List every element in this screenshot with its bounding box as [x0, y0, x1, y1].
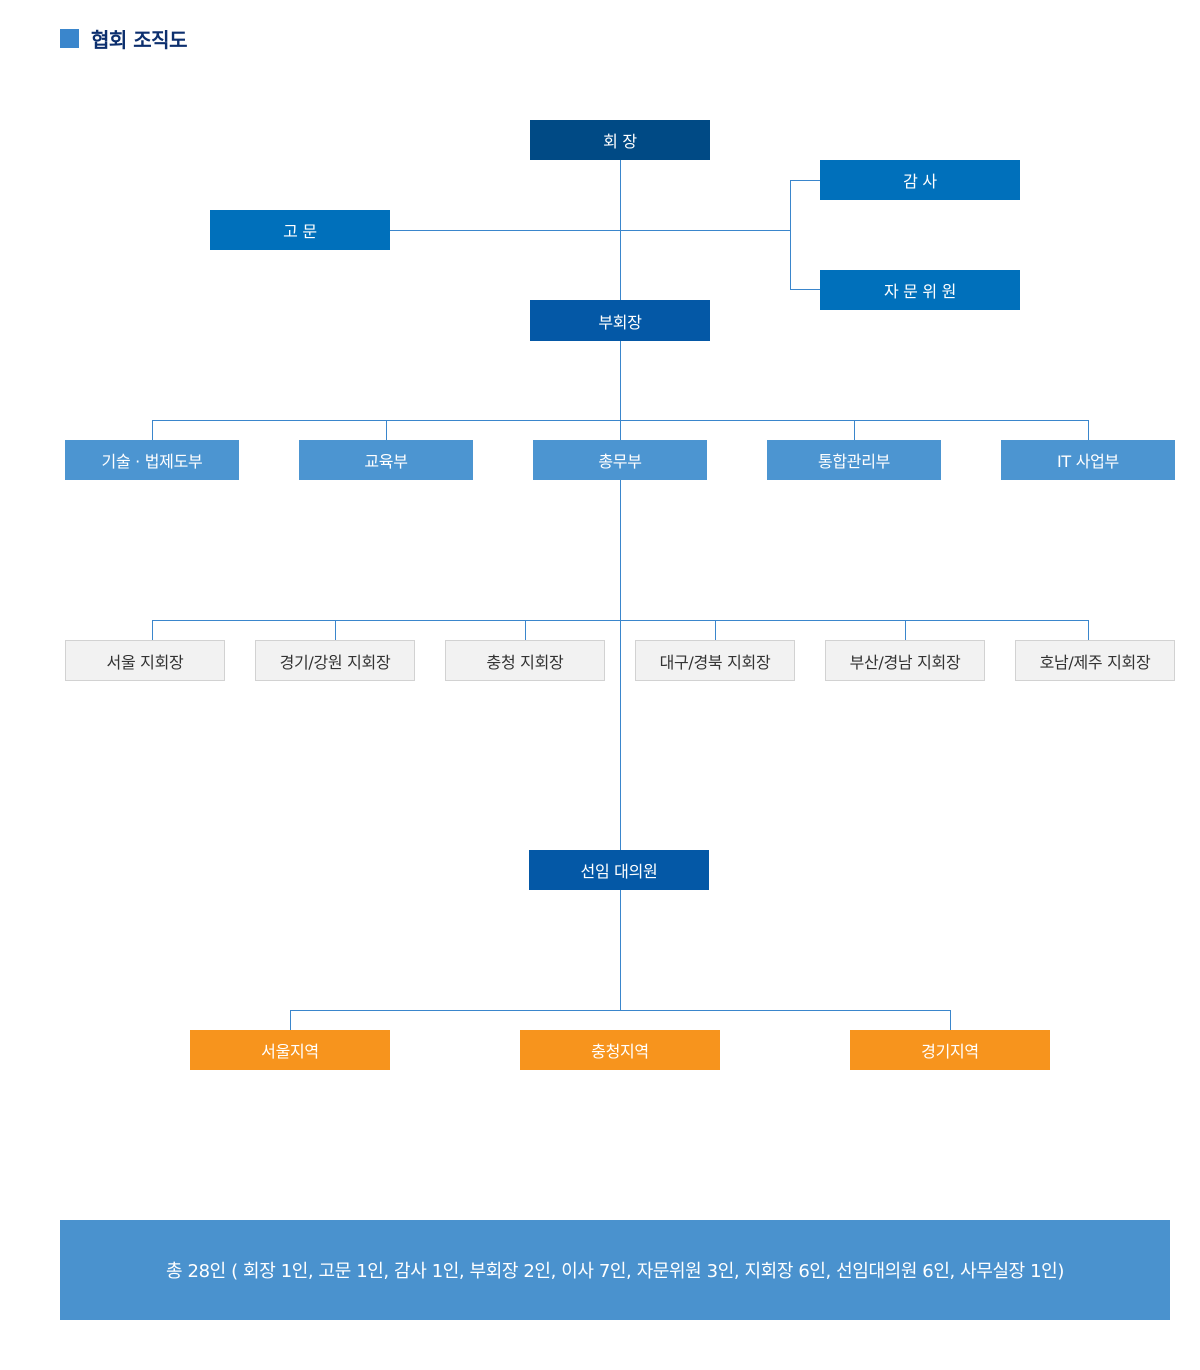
connector-departments [152, 420, 1089, 421]
page-header: 협회 조직도 [60, 26, 187, 52]
connector-regions [290, 1010, 951, 1011]
connector-aux-vertical [790, 180, 791, 290]
advisor-box: 고 문 [210, 210, 390, 250]
connector-auditor [790, 180, 820, 181]
connector-branch-drop [715, 620, 716, 640]
connector-branch-drop [525, 620, 526, 640]
page-title: 협회 조직도 [91, 27, 187, 52]
delegates-box: 선임 대의원 [529, 850, 709, 890]
connector-branch-drop [335, 620, 336, 640]
vice-president-box: 부회장 [530, 300, 710, 341]
region-box: 경기지역 [850, 1030, 1050, 1070]
department-box: IT 사업부 [1001, 440, 1175, 480]
connector-branch-drop [152, 620, 153, 640]
connector-trunk [620, 160, 621, 1010]
connector-branch-drop [905, 620, 906, 640]
connector-region-drop [950, 1010, 951, 1030]
connector-dept-drop [1088, 420, 1089, 440]
connector-branch-drop [1088, 620, 1089, 640]
connector-region-drop [290, 1010, 291, 1030]
region-box: 충청지역 [520, 1030, 720, 1070]
branch-box: 부산/경남 지회장 [825, 640, 985, 681]
branch-box: 서울 지회장 [65, 640, 225, 681]
member-summary-text: 총 28인 ( 회장 1인, 고문 1인, 감사 1인, 부회장 2인, 이사 … [166, 1261, 1064, 1282]
connector-dept-drop [152, 420, 153, 440]
member-summary-banner: 총 28인 ( 회장 1인, 고문 1인, 감사 1인, 부회장 2인, 이사 … [60, 1220, 1170, 1320]
region-box: 서울지역 [190, 1030, 390, 1070]
president-box: 회 장 [530, 120, 710, 160]
consultant-box: 자 문 위 원 [820, 270, 1020, 310]
department-box: 통합관리부 [767, 440, 941, 480]
department-box: 기술 · 법제도부 [65, 440, 239, 480]
department-box: 총무부 [533, 440, 707, 480]
connector-dept-drop [386, 420, 387, 440]
auditor-box: 감 사 [820, 160, 1020, 200]
branch-box: 호남/제주 지회장 [1015, 640, 1175, 681]
branch-box: 대구/경북 지회장 [635, 640, 795, 681]
connector-consultant [790, 289, 820, 290]
connector-branches [152, 620, 1089, 621]
connector-dept-drop [854, 420, 855, 440]
branch-box: 충청 지회장 [445, 640, 605, 681]
branch-box: 경기/강원 지회장 [255, 640, 415, 681]
department-box: 교육부 [299, 440, 473, 480]
title-square-icon [60, 28, 79, 48]
connector-advisor [390, 230, 790, 231]
